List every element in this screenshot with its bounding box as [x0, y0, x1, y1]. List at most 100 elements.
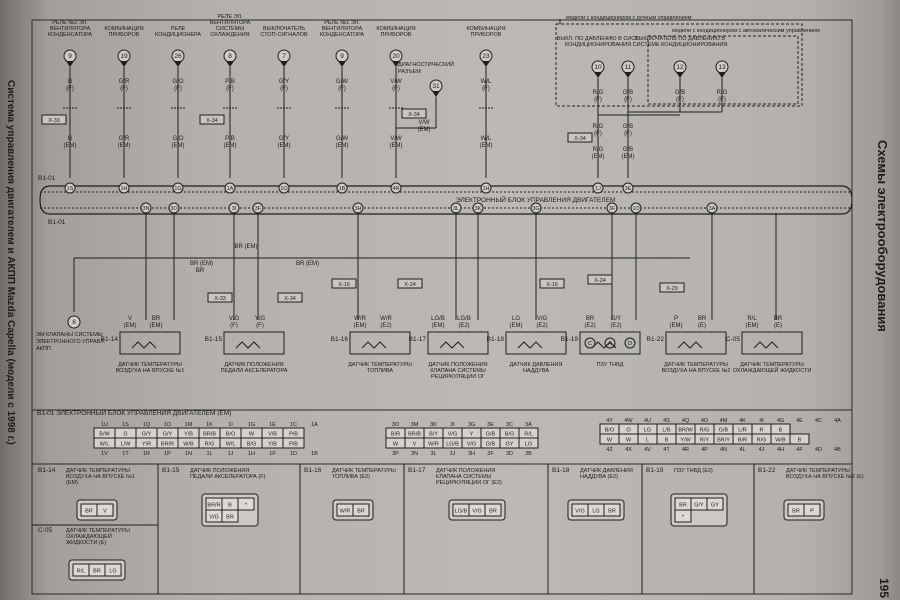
- connector-pin-number: 19: [120, 53, 128, 60]
- wire-color: V/G: [537, 316, 548, 322]
- ecu-terminal-label: 3A: [709, 206, 716, 212]
- connector-tag: [587, 274, 613, 285]
- connector-cell-ref: B1-22: [758, 467, 776, 474]
- b1-01-block1-bottom-label: 1T: [122, 451, 129, 457]
- b1-01-block1-cell-value: W/B: [183, 442, 194, 448]
- ecu-terminal-label: 3E: [625, 186, 632, 192]
- ecu-terminal-label: 1B: [339, 186, 346, 192]
- component-label: КОНДИЦИОНЕРА: [155, 32, 201, 38]
- connector-pin-cell: [352, 503, 370, 517]
- b1-01-block2-cell-value: G/B: [486, 432, 496, 438]
- diag-arrow: [432, 91, 440, 97]
- connector-cell-title: ДАТЧИК ПОЛОЖЕНИЯ: [190, 468, 249, 474]
- b1-01-block2-cell-value: V: [413, 442, 417, 448]
- ecu-ref-bottom: B1-01: [48, 219, 66, 226]
- sensor-resistor: [235, 341, 261, 349]
- ecu-terminal: [390, 182, 402, 194]
- sensor-label: ПЕДАЛИ АКСЕЛЕРАТОРА: [221, 368, 288, 374]
- ecu-terminal: [606, 202, 618, 214]
- component-label: КОМБИНАЦИЯ: [104, 26, 143, 32]
- b1-01-block1-bottom-label: 1P: [164, 451, 171, 457]
- connector-pin-cell: [803, 503, 821, 517]
- connector-cell-title: ДАТЧИК ТЕМПЕРАТУРЫ: [66, 468, 130, 474]
- b1-01-block1-top-label: 1G: [248, 422, 255, 428]
- connector-pin-number: 8: [228, 53, 232, 60]
- ecu-terminal-label: 3F: [255, 206, 262, 212]
- connector-arrow: [280, 61, 288, 67]
- wire-color: P/B: [225, 79, 235, 85]
- b1-01-block1-cell-value: Y/B: [268, 442, 277, 448]
- wire-location: (EM): [354, 323, 367, 329]
- b1-01-block3-cell-value: R/G: [757, 438, 767, 444]
- connector-cell-title: (EM): [66, 480, 78, 486]
- ecu-terminal: [172, 182, 184, 194]
- connector-pin-value: P: [810, 509, 814, 515]
- connector-arrow: [482, 61, 490, 67]
- wire-color: G/R: [119, 79, 130, 85]
- b1-01-block3-bottom-label: 4D: [815, 447, 822, 453]
- b1-01-block2-cell-value: V/G: [467, 442, 476, 448]
- b1-01-block2-bottom-label: 3F: [487, 451, 494, 457]
- b1-01-block3-top-label: 4O: [701, 418, 709, 424]
- connector-pin-number: 13: [718, 64, 726, 71]
- connector-pin-cell: [104, 563, 122, 577]
- connector-pin-value: BR: [226, 515, 234, 521]
- wire-color: G: [68, 79, 73, 85]
- b1-01-block3-top-label: 4U: [644, 418, 651, 424]
- b1-01-block2-top-label: 3E: [487, 422, 494, 428]
- connector-tag: [397, 278, 423, 289]
- b1-01-block2-top-label: 3I: [450, 422, 455, 428]
- wire-location: (F): [718, 97, 726, 103]
- pin-letter: D: [628, 341, 632, 347]
- wire-location: (F): [338, 86, 346, 92]
- b1-01-block3-cell-value: L: [646, 438, 649, 444]
- connector-pin-cell: [603, 503, 621, 517]
- component-ref: B1-16: [331, 336, 349, 343]
- connector-pin-number: 20: [392, 53, 400, 60]
- ecu-name: ЭЛЕКТРОННЫЙ БЛОК УПРАВЛЕНИЯ ДВИГАТЕЛЕМ: [456, 195, 615, 204]
- ecu-terminal: [622, 182, 634, 194]
- sensor-label: ПЗУ ТНВД: [597, 362, 624, 368]
- b1-01-block3-bottom-label: 4J: [759, 447, 765, 453]
- ecu-band: [39, 185, 853, 215]
- b1-01-block3-bottom-label: 4X: [625, 447, 632, 453]
- connector-pin-value: BR: [357, 509, 365, 515]
- b1-01-block3-top-label: 4I: [759, 418, 764, 424]
- wire-color: W/L: [481, 136, 492, 142]
- b1-01-block2-top-label: 3G: [468, 422, 475, 428]
- b1-01-block2-cell-value: W: [393, 442, 399, 448]
- connector-cell-ref: B1-15: [162, 467, 180, 474]
- b1-01-block3-top-label: 4C: [815, 418, 822, 424]
- wire-location: (E2): [536, 323, 547, 329]
- b1-01-block2-cell-value: B/G: [505, 432, 514, 438]
- connector-pin-value: G/Y: [694, 503, 704, 509]
- wire-color: P: [674, 316, 678, 322]
- connector-cell-ref: C-05: [38, 527, 52, 534]
- component-label: КОНДЕНСАТОРА: [320, 32, 365, 38]
- connector-tag-label: X-33: [48, 118, 60, 124]
- connector-arrow: [66, 61, 74, 67]
- b1-01-block1-top-label: 1Q: [143, 422, 151, 428]
- wire-location: (EM): [480, 143, 493, 149]
- wire-location: (F): [594, 131, 602, 137]
- ecu-ref: B1-01: [38, 175, 56, 182]
- b1-01-block2-cell-value: W/R: [428, 442, 439, 448]
- solenoid-label-2: ЭЛЕКТРОННОГО УПРАВЛ.: [36, 339, 106, 345]
- wire-location: (EM): [390, 143, 403, 149]
- connector-cell-title: ДАТЧИК ТЕМПЕРАТУРЫ: [332, 468, 396, 474]
- b1-01-block3-cell-value: B: [665, 438, 669, 444]
- b1-01-block3-bottom-label: 4P: [701, 447, 708, 453]
- component-ref: B1-19: [561, 336, 579, 343]
- connector-pin-value: BR/R: [207, 503, 220, 509]
- b1-01-block3-cell-value: G/B: [719, 428, 729, 434]
- b1-01-block3-top-label: 4K: [739, 418, 746, 424]
- b1-01-block2-cell-value: B/Y: [429, 432, 438, 438]
- connector-cell-title: ДАТЧИК ДАВЛЕНИЯ: [580, 468, 633, 474]
- ecu-terminal-label: 1J: [595, 186, 601, 192]
- connector-pin-value: BR: [679, 503, 687, 509]
- b1-01-block1-bottom-label: 1L: [206, 451, 212, 457]
- b1-01-block3-cell-value: B: [779, 428, 783, 434]
- ecu-terminal-label: 1A: [227, 186, 234, 192]
